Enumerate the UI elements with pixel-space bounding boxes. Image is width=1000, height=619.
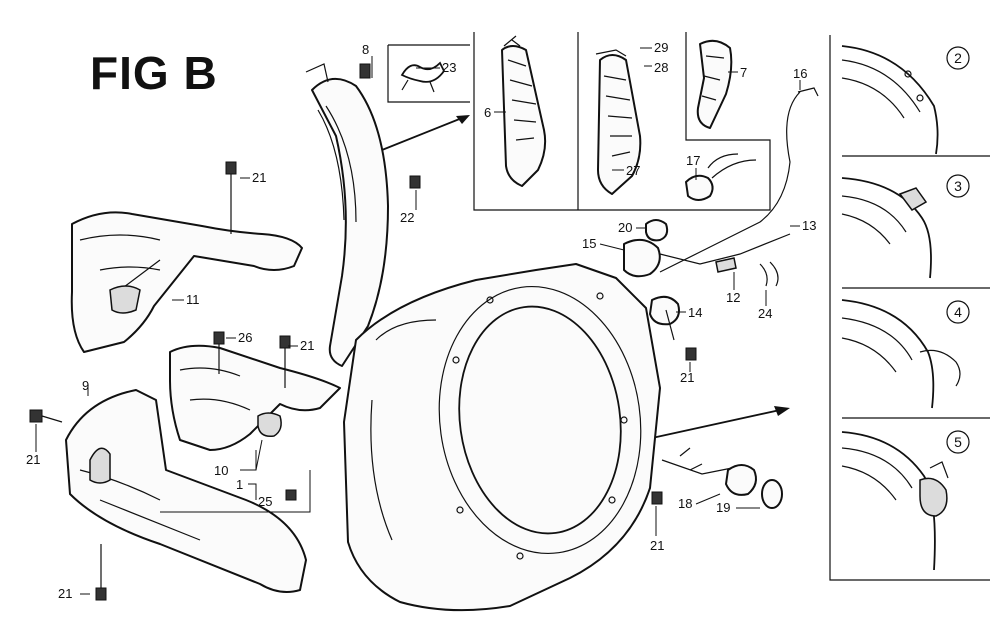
variant-number-2: 2 <box>946 46 970 70</box>
callout-16: 16 <box>793 66 807 81</box>
svg-text:4: 4 <box>954 304 962 320</box>
callout-21-c: 21 <box>300 338 314 353</box>
callout-6: 6 <box>484 105 491 120</box>
callout-23: 23 <box>442 60 456 75</box>
callout-12: 12 <box>726 290 740 305</box>
fan-shroud <box>343 263 661 612</box>
callout-29: 29 <box>654 40 668 55</box>
callout-25: 25 <box>258 494 272 509</box>
callout-9: 9 <box>82 378 89 393</box>
variant-number-3: 3 <box>946 174 970 198</box>
callout-21-d: 21 <box>26 452 40 467</box>
arrow-head-2 <box>774 406 790 416</box>
callout-26: 26 <box>238 330 252 345</box>
leader-lines <box>35 47 801 595</box>
svg-text:5: 5 <box>954 434 962 450</box>
callout-28: 28 <box>654 60 668 75</box>
callout-1: 1 <box>236 477 243 492</box>
inset-box-clip <box>387 44 470 103</box>
callout-10: 10 <box>214 463 228 478</box>
arrow-to-inset <box>381 117 463 151</box>
svg-text:3: 3 <box>954 178 962 194</box>
callout-24: 24 <box>758 306 772 321</box>
callout-13: 13 <box>802 218 816 233</box>
variant-panels <box>829 35 990 581</box>
connector-18-19 <box>661 447 783 509</box>
variant-number-4: 4 <box>946 300 970 324</box>
air-guide-upper <box>70 211 303 353</box>
callout-19: 19 <box>716 500 730 515</box>
callout-15: 15 <box>582 236 596 251</box>
arrow-to-variants <box>651 409 781 439</box>
air-guide-lower <box>65 389 307 593</box>
callout-18: 18 <box>678 496 692 511</box>
callout-20: 20 <box>618 220 632 235</box>
wire-harness <box>623 87 819 361</box>
callout-8: 8 <box>362 42 369 57</box>
figure-title: FIG B <box>90 47 218 99</box>
air-guide-middle <box>169 344 341 451</box>
cylinder-cover-plate <box>305 63 389 367</box>
callout-21-b: 21 <box>680 370 694 385</box>
callout-21-f: 21 <box>650 538 664 553</box>
callout-21-e: 21 <box>58 586 72 601</box>
inset-box-guides <box>473 32 771 211</box>
arrow-head-1 <box>456 115 470 124</box>
svg-text:2: 2 <box>954 50 962 66</box>
callout-14: 14 <box>688 305 702 320</box>
bolt-icons <box>29 63 663 601</box>
callout-21: 21 <box>252 170 266 185</box>
callout-11: 11 <box>186 292 200 307</box>
callout-22: 22 <box>400 210 414 225</box>
callout-17: 17 <box>686 153 700 168</box>
callout-27: 27 <box>626 163 640 178</box>
variant-number-5: 5 <box>946 430 970 454</box>
callout-7: 7 <box>740 65 747 80</box>
